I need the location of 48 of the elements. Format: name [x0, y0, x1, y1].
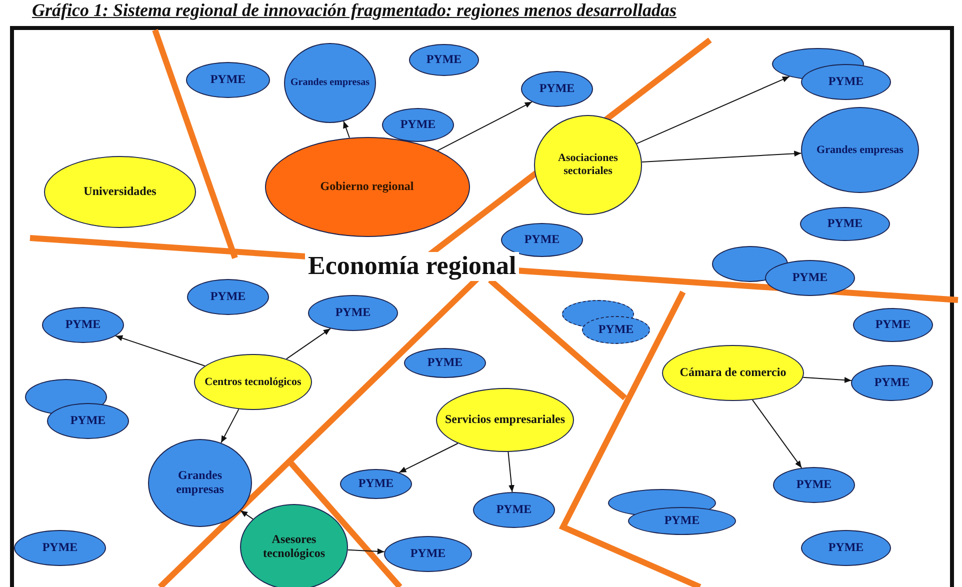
ellipse-node: Asociaciones sectoriales	[534, 115, 642, 215]
ellipse-node: PYME	[501, 223, 583, 257]
arrow	[636, 76, 790, 144]
arrow	[347, 548, 385, 554]
ellipse-node: PYME	[765, 260, 855, 296]
ellipse-node: Asesores tecnológicos	[240, 504, 348, 587]
ellipse-node: PYME	[628, 507, 736, 535]
ellipse-node: Grandes empresas	[148, 439, 252, 527]
ellipse-node: Centros tecnológicos	[194, 354, 312, 410]
ellipse-node: PYME	[14, 530, 106, 566]
ellipse-node: PYME	[308, 295, 398, 331]
ellipse-node: Universidades	[44, 156, 196, 228]
ellipse-node: Grandes empresas	[284, 43, 376, 123]
arrow	[220, 408, 240, 444]
diagram-title: Gráfico 1: Sistema regional de innovación fragmentado: regiones menos desarrolladas	[32, 0, 678, 21]
ellipse-node: Servicios empresariales	[436, 388, 574, 452]
ellipse-node: Gobierno regional	[264, 137, 470, 237]
arrow	[436, 101, 532, 152]
arrow	[343, 120, 350, 138]
region-label: Economía regional	[305, 252, 520, 281]
ellipse-node: PYME	[187, 279, 269, 315]
ellipse-node: PYME	[409, 44, 479, 76]
ellipse-node: PYME	[47, 403, 129, 439]
ellipse-node: Cámara de comercio	[662, 345, 804, 401]
ellipse-node: PYME	[773, 467, 855, 503]
arrow	[752, 399, 802, 468]
ellipse-node: PYME	[382, 108, 454, 142]
arrow	[398, 442, 458, 474]
ellipse-node: PYME	[384, 536, 472, 572]
ellipse-node: PYME	[404, 348, 486, 378]
arrow	[508, 451, 514, 493]
ellipse-node: PYME	[800, 207, 890, 241]
arrow	[240, 510, 254, 520]
arrow	[802, 376, 852, 383]
ellipse-node: PYME	[853, 308, 933, 342]
ellipse-node: PYME	[582, 316, 650, 344]
arrow	[641, 150, 802, 163]
ellipse-node: PYME	[42, 307, 124, 343]
ellipse-node: PYME	[521, 71, 593, 107]
ellipse-node: PYME	[801, 64, 891, 100]
ellipse-node: PYME	[801, 530, 891, 566]
arrow	[115, 335, 206, 366]
ellipse-node: PYME	[851, 365, 933, 401]
ellipse-node: Grandes empresas	[801, 107, 919, 193]
arrow	[286, 328, 331, 360]
ellipse-node: PYME	[340, 469, 412, 499]
ellipse-node: PYME	[473, 492, 555, 528]
ellipse-node: PYME	[186, 62, 270, 98]
